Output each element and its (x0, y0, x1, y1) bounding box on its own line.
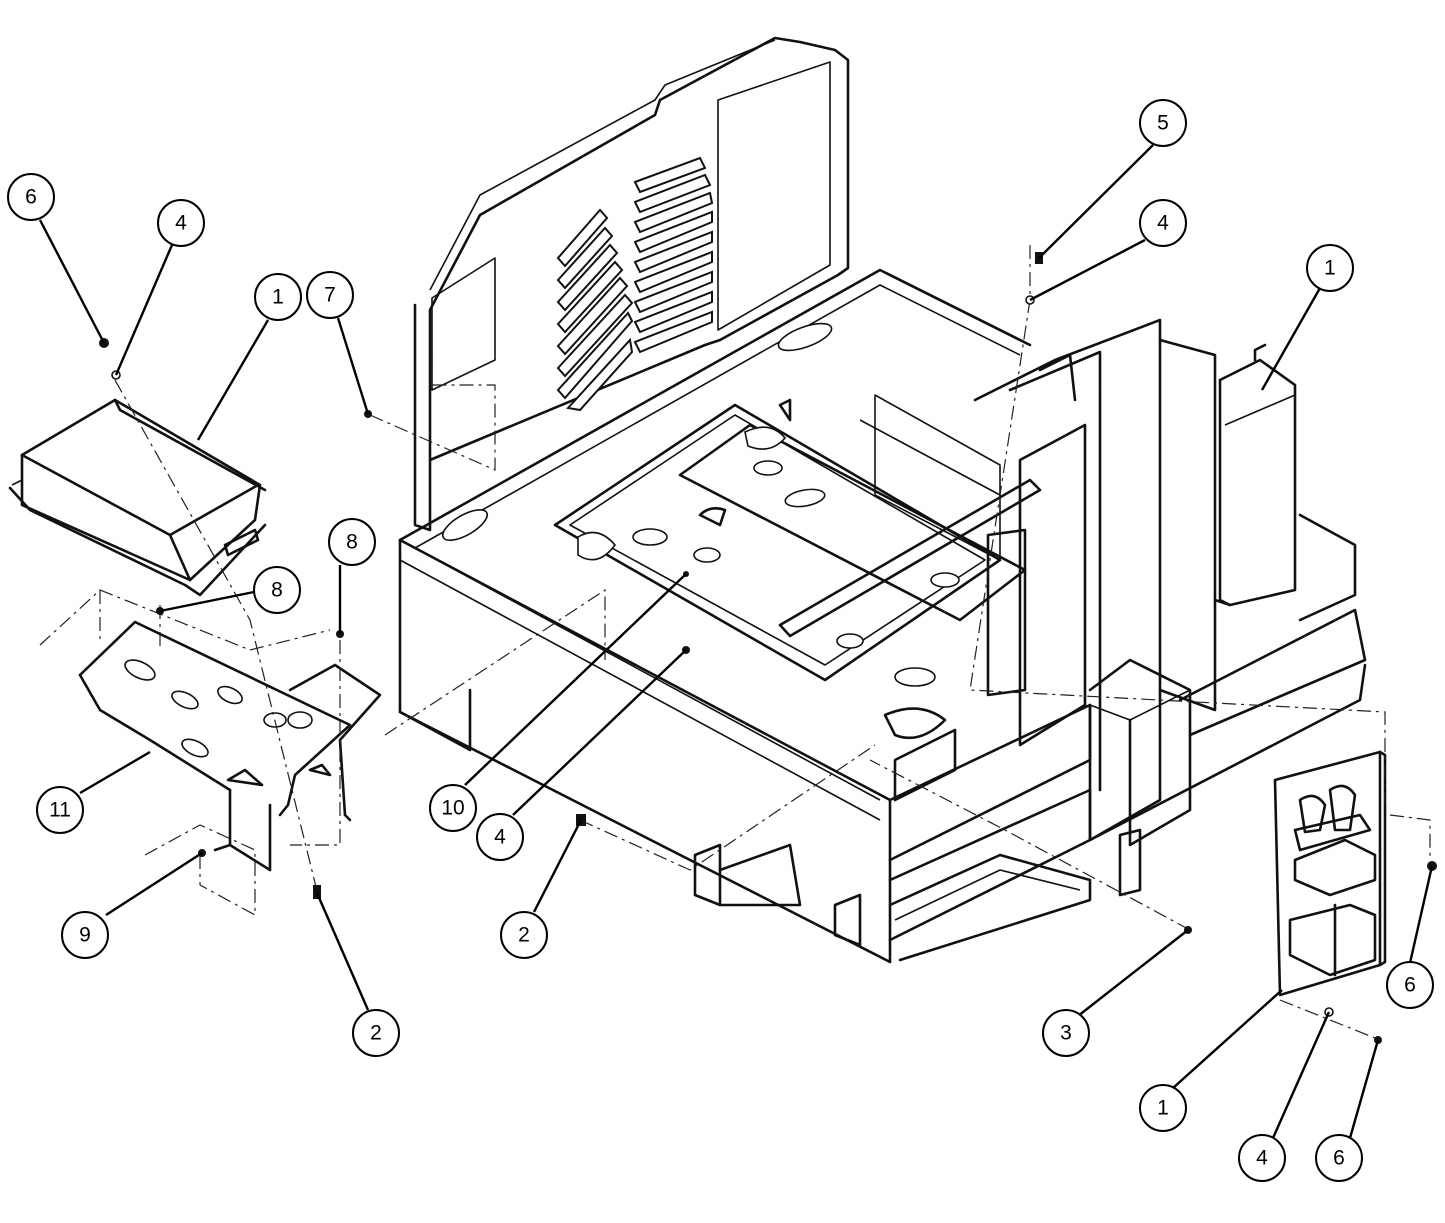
callout-label: 6 (1333, 1147, 1345, 1170)
assembly-lines (39, 245, 1431, 1041)
callout-7: 7 (306, 271, 354, 319)
callout-label: 4 (175, 212, 187, 235)
callout-label: 6 (1404, 974, 1416, 997)
callout-label: 9 (79, 924, 91, 947)
callout-9: 9 (61, 911, 109, 959)
callout-label: 8 (346, 531, 358, 554)
callout-6: 6 (1315, 1134, 1363, 1182)
bolt-icon (313, 885, 321, 899)
callout-6: 6 (7, 173, 55, 221)
callout-label: 2 (370, 1022, 382, 1045)
left-bracket (78, 620, 382, 872)
callout-label: 1 (1324, 257, 1336, 280)
callout-label: 11 (49, 799, 71, 822)
tower-assembly (973, 318, 1217, 847)
callout-label: 1 (272, 286, 284, 309)
callout-8: 8 (253, 566, 301, 614)
callout-2: 2 (500, 911, 548, 959)
base-frame (398, 268, 1367, 964)
callout-8: 8 (328, 518, 376, 566)
lower-right-panel (1273, 750, 1387, 997)
cross-members (553, 403, 1042, 802)
callout-label: 2 (518, 924, 530, 947)
callout-bubbles: 6 4 1 7 8 8 11 9 2 10 4 2 5 4 1 3 1 4 6 … (7, 99, 1434, 1182)
callout-label: 8 (271, 579, 283, 602)
callout-3: 3 (1042, 1009, 1090, 1057)
callout-10: 10 (429, 784, 477, 832)
callout-label: 4 (1256, 1147, 1268, 1170)
callout-1: 1 (1306, 244, 1354, 292)
louver-vents (556, 156, 714, 412)
callout-label: 4 (494, 826, 506, 849)
callout-4: 4 (476, 813, 524, 861)
callout-4: 4 (1238, 1134, 1286, 1182)
callout-1: 1 (1139, 1084, 1187, 1132)
callout-4: 4 (157, 199, 205, 247)
callout-5: 5 (1139, 99, 1187, 147)
callout-6: 6 (1386, 961, 1434, 1009)
callout-label: 4 (1157, 212, 1169, 235)
right-cover-box (1213, 343, 1297, 607)
callout-11: 11 (36, 786, 84, 834)
callout-label: 1 (1157, 1097, 1169, 1120)
left-cover (8, 398, 267, 597)
callout-label: 10 (441, 797, 464, 820)
callout-2: 2 (352, 1009, 400, 1057)
callout-label: 5 (1157, 112, 1169, 135)
callout-label: 3 (1060, 1022, 1072, 1045)
callout-1: 1 (254, 273, 302, 321)
leader-lines (38, 144, 1434, 1139)
back-panel (413, 36, 850, 532)
callout-label: 7 (324, 284, 336, 307)
callout-4: 4 (1139, 199, 1187, 247)
callout-label: 6 (25, 186, 37, 209)
